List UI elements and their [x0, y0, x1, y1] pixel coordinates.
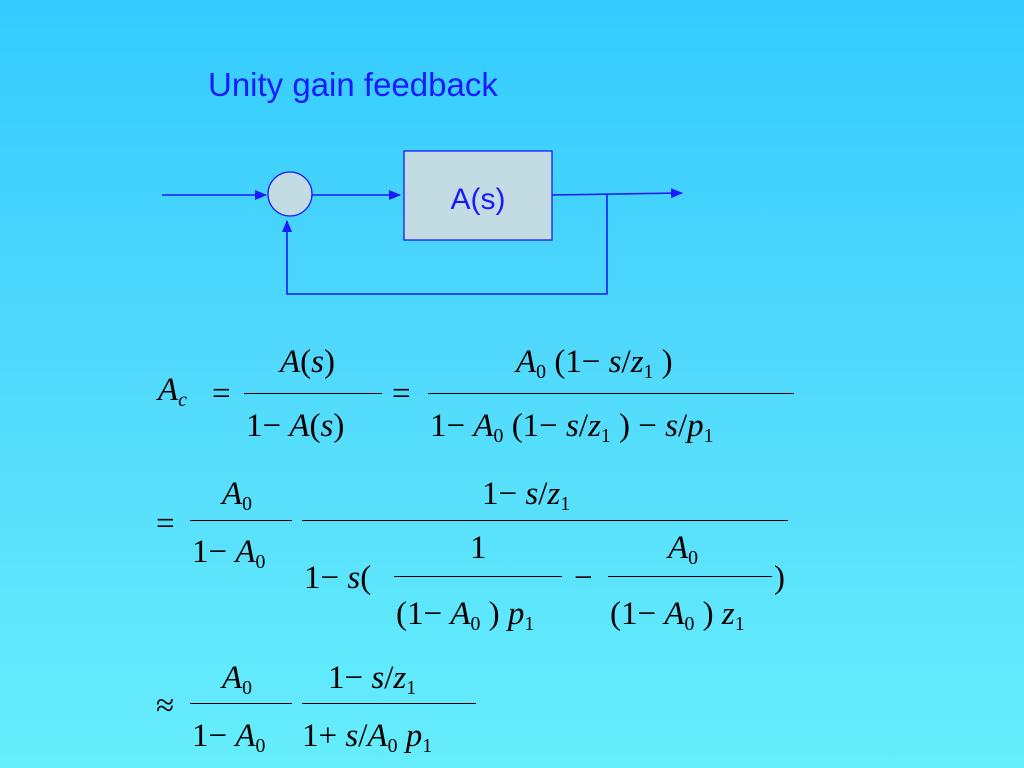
eq3-frac1-num: A0	[222, 660, 253, 699]
eq1-frac1-den: 1− A(s)	[246, 408, 345, 444]
eq1-lhs: Ac	[158, 372, 187, 411]
eq2-inner2-bar	[608, 576, 772, 577]
eq2-den-prefix: 1− s(	[304, 560, 372, 596]
eq1-frac1-bar	[244, 393, 382, 394]
eq1-equals-1: =	[212, 376, 231, 412]
eq1-frac1-num: A(s)	[280, 344, 336, 380]
summing-junction	[267, 171, 313, 217]
eq3-frac2-bar	[302, 703, 476, 704]
feedback-path	[282, 195, 608, 295]
eq3-frac2-den: 1+ s/A0 p1	[302, 718, 433, 757]
eq2-inner2-den: (1− A0 ) z1	[610, 596, 745, 635]
eq2-inner1-num: 1	[470, 530, 487, 566]
slide-title: Unity gain feedback	[208, 66, 498, 103]
eq2-inner2-num: A0	[668, 530, 699, 569]
eq3-frac2-num: 1− s/z1	[328, 660, 417, 699]
eq2-equals: =	[156, 506, 175, 542]
eq2-frac2-bar	[302, 520, 788, 521]
eq2-inner1-bar	[394, 576, 562, 577]
eq2-frac1-den: 1− A0	[192, 534, 266, 573]
eq3-approx: ≈	[156, 688, 175, 724]
eq3-frac1-bar	[190, 703, 292, 704]
eq1-frac2-den: 1− A0 (1− s/z1 ) − s/p1	[430, 408, 714, 447]
eq2-frac2-num: 1− s/z1	[482, 476, 571, 515]
output-arrow	[551, 188, 683, 199]
eq2-close-paren: )	[774, 560, 785, 596]
eq3-frac1-den: 1− A0	[192, 718, 266, 757]
eq2-frac1-bar	[190, 520, 292, 521]
eq1-frac2-num: A0 (1− s/z1 )	[516, 344, 673, 383]
eq1-equals-2: =	[392, 376, 411, 412]
eq1-frac2-bar	[428, 393, 794, 394]
eq2-inner1-den: (1− A0 ) p1	[396, 596, 535, 635]
transfer-block-label: A(s)	[451, 183, 506, 216]
transfer-block	[403, 150, 553, 241]
eq2-frac1-num: A0	[222, 476, 253, 515]
block-diagram: A(s)	[162, 150, 683, 295]
eq2-minus: −	[574, 560, 593, 596]
